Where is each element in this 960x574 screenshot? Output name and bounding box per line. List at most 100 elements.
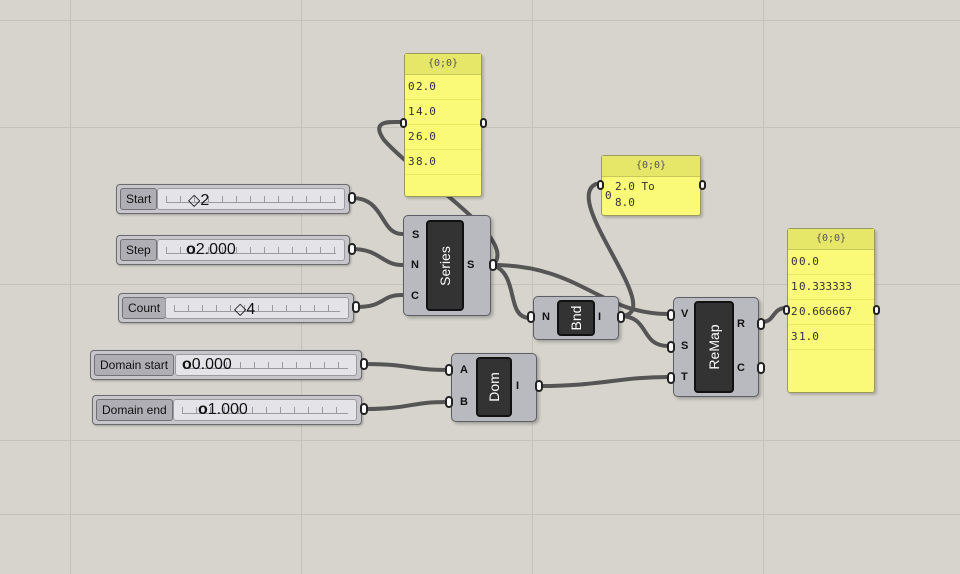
series-input-s[interactable]: S [412,229,420,241]
domain-core[interactable]: Dom [476,357,512,417]
panel-input-port[interactable] [400,118,407,128]
slider-output-port[interactable] [348,243,356,255]
slider-track[interactable]: o0.000 [175,354,357,376]
row-value: 2.0 To [615,180,655,193]
series-output-s[interactable]: S [467,259,475,271]
domain-input-port[interactable] [445,364,453,376]
slider-ticks [174,305,340,312]
grid-line [70,0,71,574]
slider-track[interactable]: ◇2 [157,188,345,210]
row-value: 4.0 [416,105,436,118]
slider-output-port[interactable] [360,403,368,415]
row-index: 3 [791,330,798,343]
remap-output-port[interactable] [757,362,765,374]
remap-output-c[interactable]: C [737,362,745,374]
panel-output-port[interactable] [873,305,880,315]
diamond-icon: ◇ [188,192,201,209]
panel-output-port[interactable] [699,180,706,190]
list-item: 02.0 [405,75,481,100]
domain-output-port[interactable] [535,380,543,392]
slider-output-port[interactable] [360,358,368,370]
remap-input-port[interactable] [667,341,675,353]
domain-start-slider[interactable]: Domain start o0.000 [90,350,368,380]
remap-input-s[interactable]: S [681,340,689,352]
bounds-input-port[interactable] [527,311,535,323]
remap-input-port[interactable] [667,309,675,321]
grid-line [0,20,960,21]
wire-dom-to-remap-t [538,375,670,388]
remap-output-panel[interactable]: {0;0} 00.0 10.333333 20.666667 31.0 [783,228,880,393]
bounds-component[interactable]: Bnd N I [527,296,625,340]
slider-label: Start [120,188,158,210]
list-item: 10.333333 [788,275,874,300]
bounds-input-n[interactable]: N [542,311,550,323]
start-slider[interactable]: Start ◇2 [116,184,356,214]
remap-output-port[interactable] [757,318,765,330]
slider-label: Count [122,297,167,319]
row-value: 8.0 [615,196,635,209]
slider-label: Domain start [94,354,175,376]
bounds-core[interactable]: Bnd [557,300,595,336]
slider-label: Step [120,239,157,261]
wire-series-to-bnd [491,263,532,320]
slider-track[interactable]: ◇4 [165,297,349,319]
slider-ticks [166,247,336,254]
panel-title: {0;0} [405,54,481,75]
bounds-output-panel[interactable]: {0;0} 0 2.0 To 8.0 [597,155,706,216]
domain-component[interactable]: Dom A B I [445,353,543,422]
panel-output-port[interactable] [480,118,487,128]
slider-ticks [182,407,348,414]
slider-track[interactable]: o2.000 [157,239,345,261]
bounds-output-i[interactable]: I [598,311,602,323]
row-index: 0 [791,255,798,268]
domain-output-i[interactable]: I [516,380,520,392]
slider-track[interactable]: o1.000 [173,399,357,421]
domain-input-b[interactable]: B [460,396,468,408]
series-output-port[interactable] [489,259,497,271]
slider-output-port[interactable] [352,301,360,313]
wire-domstart-to-dom-a [362,362,449,372]
list-item: 38.0 [405,150,481,175]
diamond-icon: ◇ [234,301,247,318]
count-slider[interactable]: Count ◇4 [118,293,360,323]
remap-input-port[interactable] [667,372,675,384]
remap-input-v[interactable]: V [681,308,689,320]
list-item: 26.0 [405,125,481,150]
series-input-c[interactable]: C [411,290,419,302]
list-item: 0 2.0 To 8.0 [602,177,700,213]
remap-output-r[interactable]: R [737,318,745,330]
series-input-n[interactable]: N [411,259,419,271]
panel-input-port[interactable] [783,305,790,315]
remap-input-t[interactable]: T [681,371,688,383]
slider-value: ◇2 [188,192,210,209]
row-value: 6.0 [416,130,436,143]
row-value: 2.0 [416,80,436,93]
remap-core[interactable]: ReMap [694,301,734,393]
slider-value: o1.000 [198,401,248,418]
domain-input-port[interactable] [445,396,453,408]
bounds-output-port[interactable] [617,311,625,323]
row-value: 0.666667 [799,305,852,318]
grid-line [763,0,764,574]
panel-title: {0;0} [788,229,874,250]
step-slider[interactable]: Step o2.000 [116,235,356,265]
slider-output-port[interactable] [348,192,356,204]
row-index: 0 [605,189,612,202]
row-value: 1.0 [799,330,819,343]
series-output-panel[interactable]: {0;0} 02.0 14.0 26.0 38.0 [400,53,487,197]
domain-end-slider[interactable]: Domain end o1.000 [92,395,368,425]
slider-ticks [166,196,336,203]
slider-value: o2.000 [186,241,236,258]
wire-series-to-remap-v [491,263,670,316]
domain-input-a[interactable]: A [460,364,468,376]
series-core[interactable]: Series [426,220,464,311]
slider-label: Domain end [96,399,173,421]
row-index: 1 [408,105,415,118]
panel-input-port[interactable] [597,180,604,190]
series-component[interactable]: Series S N C S [403,215,497,316]
slider-value: ◇4 [234,301,256,318]
circle-icon: o [182,356,192,373]
row-index: 0 [408,80,415,93]
remap-component[interactable]: ReMap V S T R C [667,297,765,397]
